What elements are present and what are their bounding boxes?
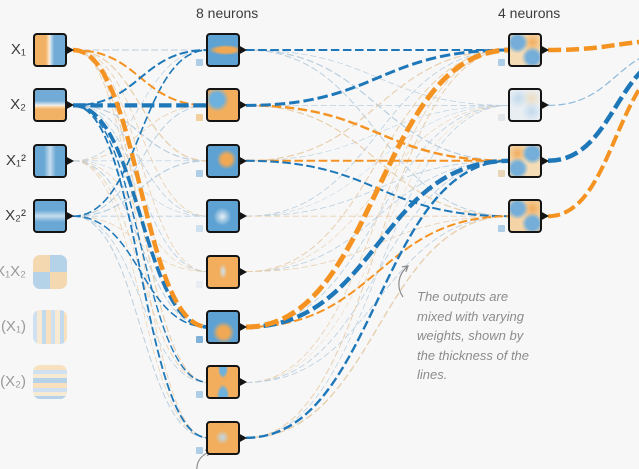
hidden1-neuron-3-bias[interactable] bbox=[196, 170, 203, 177]
weight-h2n3-output[interactable] bbox=[547, 52, 639, 164]
hidden2-neuron-2[interactable] bbox=[508, 88, 549, 122]
weight-input4-h1n8[interactable] bbox=[72, 215, 209, 439]
weight-input4-h1n7[interactable] bbox=[72, 215, 209, 383]
hidden1-neuron-6-bias[interactable] bbox=[196, 336, 203, 343]
weight-h2n4-output[interactable] bbox=[547, 58, 639, 219]
hidden2-neuron-2-bias[interactable] bbox=[498, 114, 505, 121]
output-connector-nub bbox=[238, 377, 247, 387]
weight-h1n2-h2n3[interactable] bbox=[245, 104, 511, 162]
weights-annotation-text: The outputs are mixed with varying weigh… bbox=[417, 289, 530, 382]
hidden2-neuron-3[interactable] bbox=[508, 144, 549, 178]
hidden2-neuron-4[interactable] bbox=[508, 199, 549, 233]
weight-h1n6-h2n3[interactable] bbox=[245, 158, 511, 330]
weight-h1n6-h2n4[interactable] bbox=[245, 215, 511, 328]
output-connector-nub bbox=[238, 156, 247, 166]
weight-h2n1-output[interactable] bbox=[547, 39, 639, 53]
output-connector-nub bbox=[238, 45, 247, 55]
weight-input2-h1n4[interactable] bbox=[72, 105, 209, 217]
output-connector-nub bbox=[238, 322, 247, 332]
hidden1-neuron-5[interactable] bbox=[206, 255, 247, 289]
output-connector-nub bbox=[65, 156, 74, 166]
hidden1-neuron-3[interactable] bbox=[206, 144, 247, 178]
hidden2-neuron-1[interactable] bbox=[508, 33, 549, 67]
output-connector-nub bbox=[540, 211, 549, 221]
hidden2-neuron-3-bias[interactable] bbox=[498, 170, 505, 177]
output-connector-nub bbox=[540, 100, 549, 110]
weight-h1n8-h2n3[interactable] bbox=[245, 159, 511, 439]
weight-input1-h1n8[interactable] bbox=[72, 49, 209, 439]
annotation-arrow bbox=[398, 265, 409, 298]
input-feature-label-x2sq: X₂² bbox=[5, 207, 26, 224]
output-connector-nub bbox=[238, 100, 247, 110]
weight-h1n5-h2n3[interactable] bbox=[245, 160, 511, 272]
input-feature-x2[interactable] bbox=[33, 88, 74, 122]
hidden-layer1-header: 8 neurons bbox=[196, 5, 259, 21]
hidden1-neuron-5-bias[interactable] bbox=[196, 281, 203, 288]
input-feature-x2sq[interactable] bbox=[33, 199, 74, 233]
hidden1-neuron-6[interactable] bbox=[206, 310, 247, 344]
input-feature-x1sq[interactable] bbox=[33, 144, 74, 178]
hidden1-neuron-2[interactable] bbox=[206, 88, 247, 122]
weight-h2n2-output[interactable] bbox=[547, 47, 639, 106]
weight-h1n6-h2n1[interactable] bbox=[245, 47, 511, 330]
output-connector-nub bbox=[65, 211, 74, 221]
output-connector-nub bbox=[65, 45, 74, 55]
hidden1-neuron-1[interactable] bbox=[206, 33, 247, 67]
weight-input2-h1n7[interactable] bbox=[72, 104, 209, 384]
weight-h1n3-h2n1[interactable] bbox=[245, 49, 511, 162]
weight-h1n4-h2n2[interactable] bbox=[245, 105, 511, 217]
hidden1-neuron-1-bias[interactable] bbox=[196, 59, 203, 66]
output-connector-nub bbox=[540, 156, 549, 166]
hidden-layer2-header: 4 neurons bbox=[498, 5, 561, 21]
hidden2-neuron-4-bias[interactable] bbox=[498, 225, 505, 232]
input-feature-label-sinx1: sin(X₁) bbox=[0, 318, 26, 335]
input-feature-sinx2[interactable] bbox=[33, 365, 67, 399]
weight-input4-h1n2[interactable] bbox=[72, 104, 209, 217]
hidden1-neuron-4[interactable] bbox=[206, 199, 247, 233]
input-feature-x1x2[interactable] bbox=[33, 255, 67, 289]
output-connector-nub bbox=[65, 100, 74, 110]
weight-input2-h1n1[interactable] bbox=[72, 49, 209, 107]
input-feature-label-x1: X₁ bbox=[10, 41, 26, 58]
weight-h1n8-h2n4[interactable] bbox=[245, 215, 511, 439]
hidden2-neuron-1-bias[interactable] bbox=[498, 59, 505, 66]
hidden1-neuron-4-bias[interactable] bbox=[196, 225, 203, 232]
output-connector-nub bbox=[238, 433, 247, 443]
weight-input3-h1n7[interactable] bbox=[72, 160, 209, 383]
output-connector-nub bbox=[238, 267, 247, 277]
input-feature-label-sinx2: sin(X₂) bbox=[0, 373, 26, 390]
input-feature-label-x1x2: X₁X₂ bbox=[0, 263, 26, 280]
weight-input1-h1n3[interactable] bbox=[72, 49, 209, 162]
hidden1-neuron-8[interactable] bbox=[206, 421, 247, 455]
weight-h1n2-h2n1[interactable] bbox=[245, 48, 511, 107]
input-feature-label-x2: X₂ bbox=[10, 96, 26, 113]
hidden1-neuron-2-bias[interactable] bbox=[196, 114, 203, 121]
weight-input3-h1n1[interactable] bbox=[72, 49, 209, 162]
hidden1-neuron-7[interactable] bbox=[206, 365, 247, 399]
output-connector-nub bbox=[238, 211, 247, 221]
weight-h1n2-h2n4[interactable] bbox=[245, 104, 511, 217]
output-connector-nub bbox=[540, 45, 549, 55]
input-feature-label-x1sq: X₁² bbox=[5, 152, 26, 169]
hidden1-neuron-7-bias[interactable] bbox=[196, 391, 203, 398]
input-feature-sinx1[interactable] bbox=[33, 310, 67, 344]
hidden1-neuron-8-bias[interactable] bbox=[196, 447, 203, 454]
weight-h1n1-h2n2[interactable] bbox=[245, 49, 511, 106]
weight-input1-h1n5[interactable] bbox=[72, 49, 209, 272]
weight-input2-h1n8[interactable] bbox=[72, 104, 209, 439]
input-feature-x1[interactable] bbox=[33, 33, 74, 67]
weight-input4-h1n1[interactable] bbox=[72, 49, 209, 217]
weight-h1n7-h2n1[interactable] bbox=[245, 49, 511, 383]
weight-input1-h1n6[interactable] bbox=[72, 47, 209, 330]
